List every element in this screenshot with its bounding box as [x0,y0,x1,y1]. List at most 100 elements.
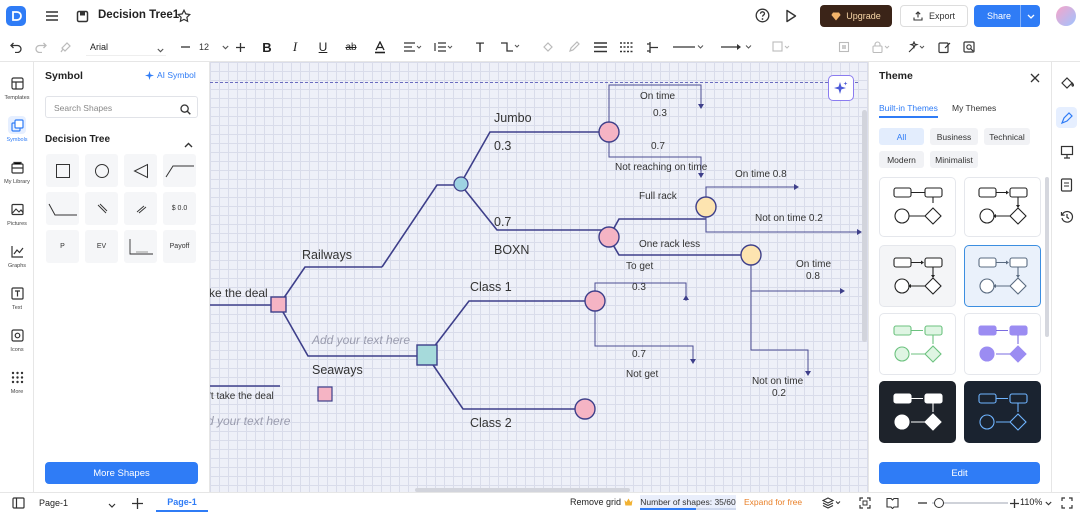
export-button[interactable]: Export [900,5,968,27]
dont-take-deal-label[interactable]: 't take the deal [210,391,274,402]
zoom-slider[interactable] [932,502,1008,504]
rail-item-icons[interactable]: Icons [0,320,34,362]
layers-icon[interactable] [820,495,844,510]
to-get-probability[interactable]: 0.3 [632,282,646,293]
class2-label[interactable]: Class 2 [470,416,512,430]
section-title[interactable]: Decision Tree [45,134,111,145]
page-select[interactable]: Page-1 [36,495,118,510]
ai-assistant-button[interactable] [828,75,854,101]
one-rack-less-label[interactable]: One rack less [639,239,701,250]
text-tool-icon[interactable]: T [475,39,485,55]
line-weight-icon[interactable] [592,39,608,55]
axis-shape[interactable] [124,230,157,263]
boxn-probability[interactable]: 0.7 [494,215,512,229]
decision-square-shape[interactable] [46,154,79,187]
page-tab[interactable]: Page-1 [156,493,208,512]
not-on-time-b-probability[interactable]: 0.2 [772,388,786,399]
menu-icon[interactable] [44,8,60,24]
fill-bucket-icon[interactable] [1058,74,1075,91]
theme-card-2[interactable] [964,177,1041,237]
doc-title[interactable]: Decision Tree1 [98,9,180,21]
panel-toggle-icon[interactable] [11,496,25,510]
chance-circle-shape[interactable] [85,154,118,187]
page-icon[interactable] [1058,176,1075,193]
rail-item-templates[interactable]: Templates [0,68,34,110]
theme-brush-icon[interactable] [1056,107,1077,128]
edit-theme-button[interactable]: Edit [879,462,1040,484]
close-icon[interactable] [1030,70,1040,88]
font-decrease-icon[interactable] [178,40,192,54]
fullscreen-icon[interactable] [1060,496,1074,510]
rail-item-pictures[interactable]: Pictures [0,194,34,236]
search-input[interactable]: Search Shapes [45,96,198,118]
magic-tool-icon[interactable] [905,39,927,55]
rail-item-text[interactable]: Text [0,278,34,320]
bold-icon[interactable]: B [262,39,272,55]
rail-item-graphs[interactable]: Graphs [0,236,34,278]
dash-style-icon[interactable] [618,39,634,55]
font-increase-icon[interactable] [233,40,247,54]
on-time-label[interactable]: On time [640,91,676,102]
underline-icon[interactable]: U [318,40,328,54]
chevron-down-icon[interactable] [219,40,231,54]
rail-item-my-library[interactable]: My Library [0,152,34,194]
tab-builtin-themes[interactable]: Built-in Themes [879,103,938,118]
line-spacing-icon[interactable] [431,39,455,55]
zoom-level[interactable]: 110% [1020,497,1043,507]
more-shapes-button[interactable]: More Shapes [45,462,198,484]
full-rack-label[interactable]: Full rack [639,191,677,202]
to-get-label[interactable]: To get [626,261,654,272]
lock-icon[interactable] [870,39,894,55]
not-reaching-probability[interactable]: 0.7 [651,141,665,152]
filter-modern[interactable]: Modern [879,151,924,168]
placeholder-text-1[interactable]: Add your text here [312,333,411,347]
arrow-style-select[interactable] [720,39,754,55]
zoom-slider-handle[interactable] [934,498,944,508]
slash-line-shape[interactable] [85,192,118,225]
help-icon[interactable] [754,7,771,24]
share-dropdown-icon[interactable] [1020,5,1040,27]
branch-line-shape[interactable] [163,154,196,187]
railways-label[interactable]: Railways [302,248,353,262]
fill-icon[interactable] [540,39,556,55]
play-icon[interactable] [782,7,799,24]
chevron-down-icon[interactable] [1044,499,1052,507]
on-time-b-probability[interactable]: 0.8 [806,271,820,282]
not-get-label[interactable]: Not get [626,369,659,380]
history-icon[interactable] [1058,208,1075,225]
rail-item-more[interactable]: More [0,362,34,404]
crop-icon[interactable] [836,39,852,55]
theme-card-1[interactable] [879,177,956,237]
font-size-value[interactable]: 12 [199,42,210,52]
theme-card-8[interactable] [964,381,1041,443]
rail-item-symbols[interactable]: Symbols [0,110,34,152]
not-on-time-02-label[interactable]: Not on time 0.2 [755,213,823,224]
star-icon[interactable] [176,8,192,24]
chevron-up-icon[interactable] [184,135,193,153]
redo-icon[interactable] [33,39,49,55]
expand-link[interactable]: Expand for free [744,497,803,507]
edit-shape-icon[interactable] [936,39,952,55]
strikethrough-icon[interactable]: ab [345,41,357,53]
theme-card-4-selected[interactable] [964,245,1041,307]
theme-scrollbar[interactable] [1045,177,1049,337]
presentation-icon[interactable] [1058,143,1075,160]
not-on-time-b-label[interactable]: Not on time [752,376,804,387]
upgrade-button[interactable]: Upgrade [820,5,892,27]
zoom-in-icon[interactable] [1008,496,1020,510]
search-replace-icon[interactable] [961,39,977,55]
avatar[interactable] [1056,6,1076,26]
app-logo-icon[interactable] [6,6,26,26]
filter-minimalist[interactable]: Minimalist [930,151,978,168]
tab-my-themes[interactable]: My Themes [952,103,997,113]
theme-card-7[interactable] [879,381,956,443]
remove-grid-button[interactable]: Remove grid [570,497,633,507]
theme-card-5[interactable] [879,313,956,375]
class1-label[interactable]: Class 1 [470,280,512,294]
connector-icon[interactable] [498,39,522,55]
on-time-b-label[interactable]: On time [796,259,832,270]
shadow-icon[interactable] [770,39,792,55]
book-view-icon[interactable] [885,496,899,510]
zoom-out-icon[interactable] [916,496,928,510]
font-color-icon[interactable] [372,39,388,55]
